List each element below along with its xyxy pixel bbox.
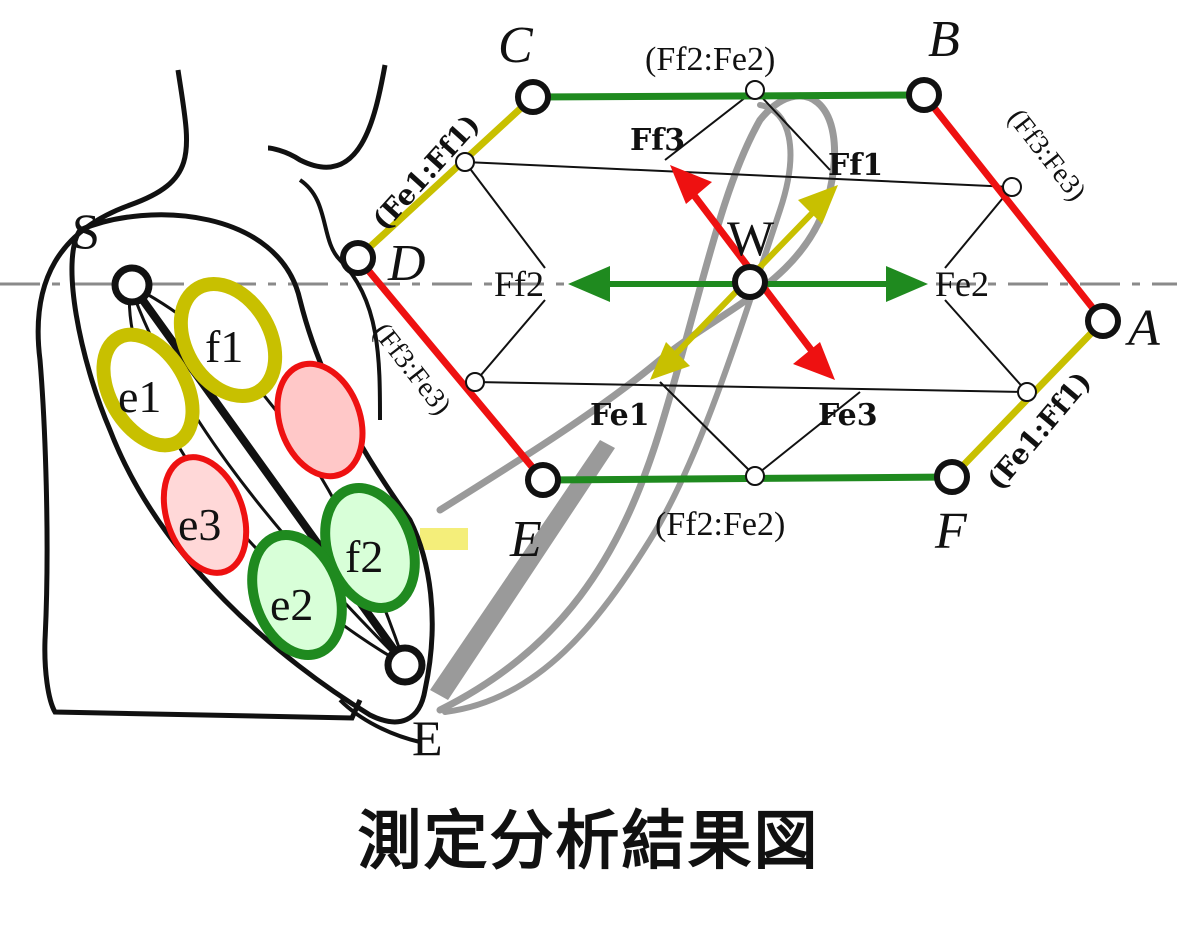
vertex-label-A: A	[1125, 300, 1160, 357]
force-label-Ff1: Ff1	[828, 148, 883, 183]
upper-arm-outline	[69, 212, 435, 725]
muscle-label-f2: f2	[345, 531, 383, 582]
center-W	[732, 264, 768, 300]
shoulder-joint	[111, 264, 153, 306]
force-label-Fe3: Fe3	[818, 398, 878, 433]
endpoint-label: E	[412, 710, 443, 766]
muscle-e2	[247, 529, 347, 661]
vertex-F	[934, 459, 970, 495]
hex-edge-top	[532, 91, 925, 101]
vertex-B	[906, 77, 942, 113]
muscle-label-e1: e1	[118, 371, 161, 422]
edge-label-bottom: (Ff2:Fe2)	[655, 506, 785, 543]
muscle-label-f1: f1	[205, 321, 243, 372]
force-label-Ff2: Ff2	[494, 264, 544, 304]
force-label-Fe1: Fe1	[590, 398, 650, 433]
muscle-label-e2: e2	[270, 579, 313, 630]
hex-edge-upper-right	[921, 92, 1106, 324]
muscle-red-upper	[274, 360, 366, 480]
hexagon-inner-grid	[464, 89, 1028, 477]
vertex-label-E: E	[509, 511, 542, 568]
hex-edge-lower-left	[355, 255, 546, 483]
force-label-Fe2: Fe2	[935, 264, 989, 304]
muscle-e1	[96, 327, 200, 453]
muscle-e3	[160, 454, 250, 576]
force-label-Ff3: Ff3	[630, 123, 685, 158]
vertex-label-B: B	[928, 11, 960, 68]
yellow-marker	[420, 528, 468, 550]
edge-label-upper-left: (Fe1:Ff1)	[366, 108, 487, 237]
muscle-f1	[173, 276, 283, 404]
vertex-label-D: D	[387, 235, 426, 292]
body-outline	[35, 69, 363, 721]
endpoint-joint	[384, 644, 426, 686]
force-trajectory-curve-outer	[442, 102, 794, 715]
vertex-C	[515, 79, 551, 115]
muscle-force-diagram: f1 e1 e3 f2 e2 S E	[0, 11, 1177, 766]
center-label-W: W	[727, 210, 775, 266]
gray-wedge	[430, 440, 615, 700]
vertex-label-F: F	[934, 503, 968, 560]
vertex-E	[525, 462, 561, 498]
hex-edge-upper-left	[355, 94, 536, 261]
forearm-curve	[338, 698, 421, 744]
edge-midpoint-nodes	[455, 80, 1037, 486]
muscle-label-e3: e3	[178, 499, 221, 550]
vertex-D	[340, 240, 376, 276]
vertex-label-C: C	[498, 17, 534, 74]
shoulder-label: S	[72, 203, 100, 259]
body-outline-neck	[267, 64, 388, 170]
edge-label-top: (Ff2:Fe2)	[645, 41, 775, 78]
vertex-A	[1085, 303, 1121, 339]
figure-caption: 測定分析結果図	[357, 805, 820, 879]
